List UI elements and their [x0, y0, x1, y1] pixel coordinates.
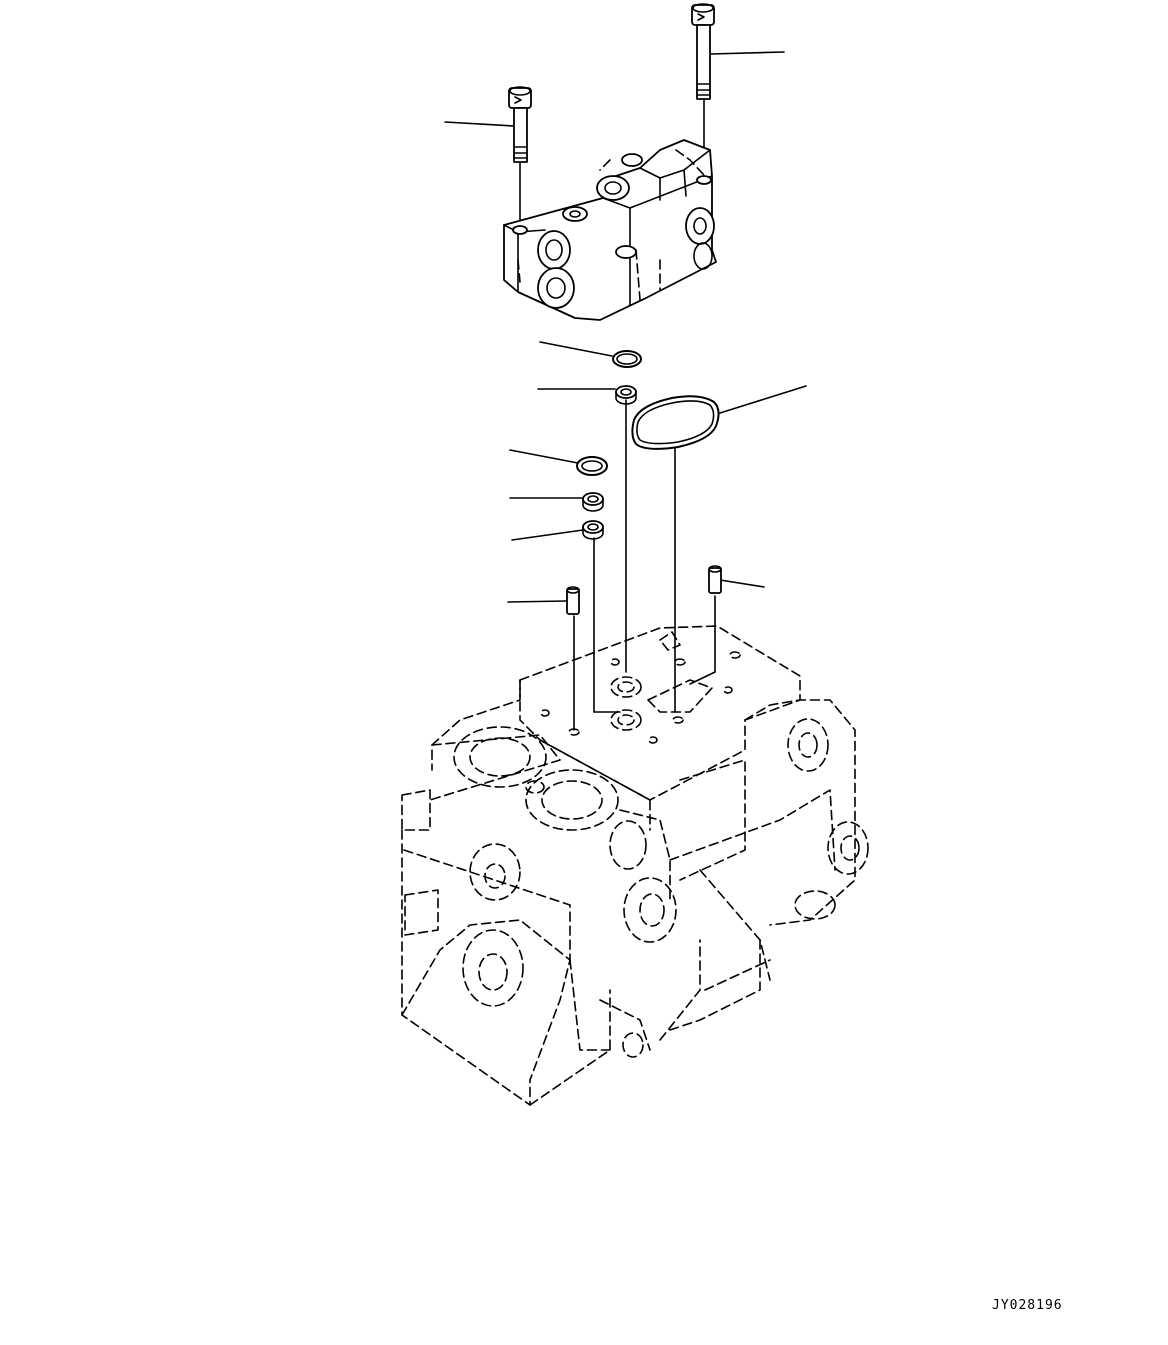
drawing-reference-code: JY028196 — [992, 1298, 1063, 1313]
leader-line-pin-left — [507, 600, 567, 603]
gasket-icon — [631, 395, 720, 450]
collar-icon — [615, 385, 637, 405]
dowel-pin-icon — [708, 565, 722, 594]
leader-line-pin-right — [719, 579, 765, 588]
pump-housing-phantom — [401, 625, 869, 1106]
leader-line-collar-lower — [511, 529, 584, 541]
valve-block-upper — [503, 139, 717, 321]
leader-line-bolt-right — [710, 51, 785, 55]
leader-line-bolt-left — [444, 121, 515, 127]
dowel-pin-icon — [566, 586, 580, 615]
hex-socket-bolt-icon — [691, 3, 715, 100]
assembly-axis-lines — [519, 99, 716, 731]
leader-line-oring-upper — [539, 341, 613, 357]
collar-icon — [582, 492, 604, 512]
o-ring-icon — [576, 456, 608, 476]
leader-lines — [444, 51, 807, 603]
collar-icon — [582, 520, 604, 540]
leader-line-gasket — [719, 385, 807, 414]
hex-socket-bolt-icon — [508, 86, 532, 163]
o-ring-icon — [612, 350, 642, 368]
leader-line-oring-mid — [509, 449, 579, 464]
